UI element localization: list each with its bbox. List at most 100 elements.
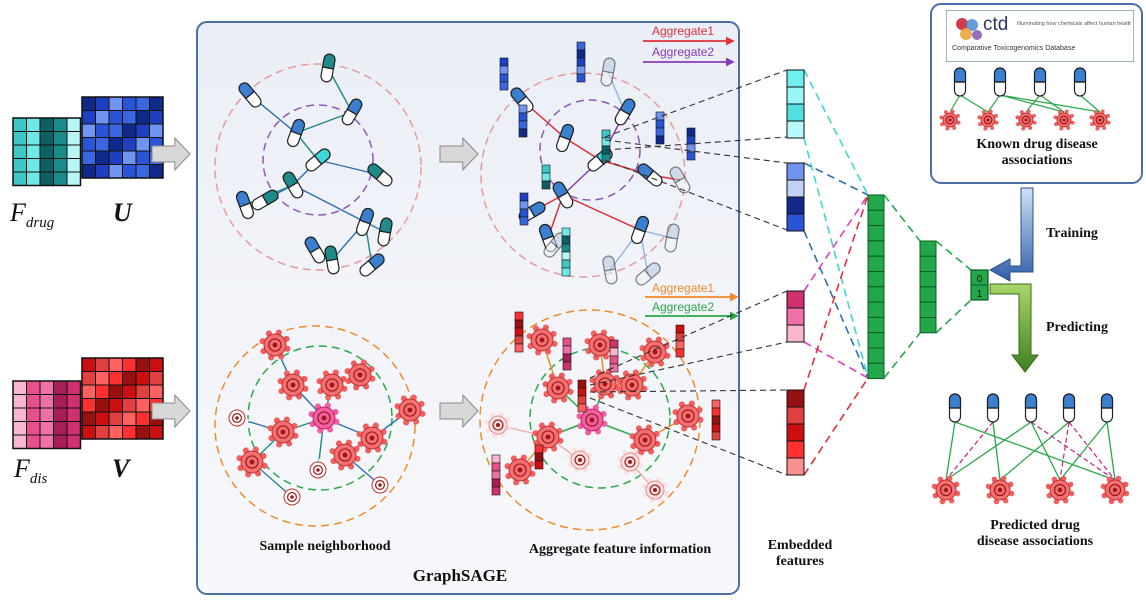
disease-node [277, 369, 309, 401]
feature-cell [519, 216, 529, 226]
feature-cell [561, 243, 571, 253]
feature-cell [562, 353, 572, 363]
feature-cell [561, 235, 571, 245]
v-matrix-cell [108, 411, 123, 426]
drug-matrix-cell [66, 131, 81, 146]
v-label: V [112, 454, 130, 483]
u-matrix-cell [81, 96, 96, 111]
disease-node [344, 359, 376, 391]
feature-cell [655, 119, 665, 129]
v-matrix-cell [149, 357, 164, 372]
disease-node [616, 448, 644, 476]
drug-node [282, 171, 304, 199]
feature-cell [534, 460, 544, 470]
feature-cell [499, 65, 509, 75]
dis-matrix-cell [26, 421, 41, 436]
dis-matrix-cell [26, 380, 41, 395]
u-matrix-cell [122, 164, 137, 179]
output-zero: 0 [977, 274, 983, 285]
predicting-label: Predicting [1046, 320, 1108, 335]
drug-matrix-cell [39, 131, 54, 146]
disease-node [1089, 109, 1111, 131]
u-matrix-cell [135, 137, 150, 152]
u-matrix-cell [122, 123, 137, 138]
drug-node [630, 215, 650, 245]
feature-cell [609, 355, 619, 365]
predicting-arrow [989, 283, 1040, 373]
disease-node [589, 368, 621, 400]
drug-matrix-cell [12, 131, 27, 146]
feature-cell [675, 340, 685, 350]
f-drug-label: Fdrug [10, 198, 55, 232]
u-matrix-cell [149, 96, 164, 111]
feature-cell [518, 128, 528, 138]
drug-node [614, 98, 636, 126]
feature-cell [491, 478, 501, 488]
agg2-dis-label: Aggregate2 [652, 300, 715, 314]
drug-matrix-cell [26, 171, 41, 186]
center-disease-node [308, 402, 340, 434]
feature-cell [711, 399, 721, 409]
feature-cell [576, 41, 586, 51]
feature-cell [577, 395, 587, 405]
drug-node [320, 53, 336, 83]
v-matrix-cell [149, 384, 164, 399]
drug-matrix-cell [66, 117, 81, 132]
drug-matrix-cell [39, 117, 54, 132]
dis-matrix-cell [39, 407, 54, 422]
dis-matrix-cell [66, 434, 81, 449]
feature-cell [519, 192, 529, 202]
u-matrix-cell [95, 110, 110, 125]
disease-node [566, 446, 594, 474]
drug-node [953, 67, 967, 97]
disease-node [931, 475, 961, 505]
drug-node [602, 255, 618, 285]
feature-cell [562, 337, 572, 347]
center-drug-node [305, 148, 331, 172]
disease-node [985, 475, 1015, 505]
dis-matrix-cell [53, 434, 68, 449]
u-matrix-cell [95, 96, 110, 111]
u-matrix-cell [149, 110, 164, 125]
u-matrix-cell [95, 150, 110, 165]
arrow-drug-sample-to-agg [439, 136, 479, 172]
agg2-drug-label: Aggregate2 [652, 45, 715, 59]
u-matrix-cell [149, 164, 164, 179]
feature-cell [577, 379, 587, 389]
disease-node [672, 400, 704, 432]
disease-node [368, 473, 392, 497]
drug-matrix-cell [12, 144, 27, 159]
ctd-logo-text: ctd [983, 14, 1009, 35]
v-matrix-cell [122, 398, 137, 413]
v-matrix-cell [149, 371, 164, 386]
feature-cell [491, 462, 501, 472]
u-matrix-cell [135, 110, 150, 125]
u-matrix-cell [135, 150, 150, 165]
v-matrix-cell [81, 384, 96, 399]
feature-cell [514, 311, 524, 321]
drug-node [635, 262, 661, 286]
u-matrix-cell [135, 164, 150, 179]
feature-cell [609, 347, 619, 357]
drug-matrix-cell [26, 158, 41, 173]
dis-embedding-column [786, 290, 805, 343]
drug-matrix-cell [12, 117, 27, 132]
training-arrow [988, 187, 1034, 282]
dis-matrix-cell [66, 380, 81, 395]
dis-matrix-cell [12, 394, 27, 409]
u-matrix-cell [81, 123, 96, 138]
drug-node [669, 166, 691, 194]
v-matrix-cell [108, 398, 123, 413]
feature-cell [711, 415, 721, 425]
u-matrix-cell [122, 96, 137, 111]
drug-matrix-cell [53, 144, 68, 159]
dis-matrix-cell [39, 434, 54, 449]
disease-node [526, 324, 558, 356]
u-label: U [113, 198, 132, 227]
u-matrix-cell [149, 123, 164, 138]
drug-node [367, 163, 393, 187]
u-matrix-cell [81, 150, 96, 165]
feature-cell [576, 73, 586, 83]
arrow-dis-sample-to-agg [439, 393, 479, 429]
dis-matrix-cell [66, 407, 81, 422]
